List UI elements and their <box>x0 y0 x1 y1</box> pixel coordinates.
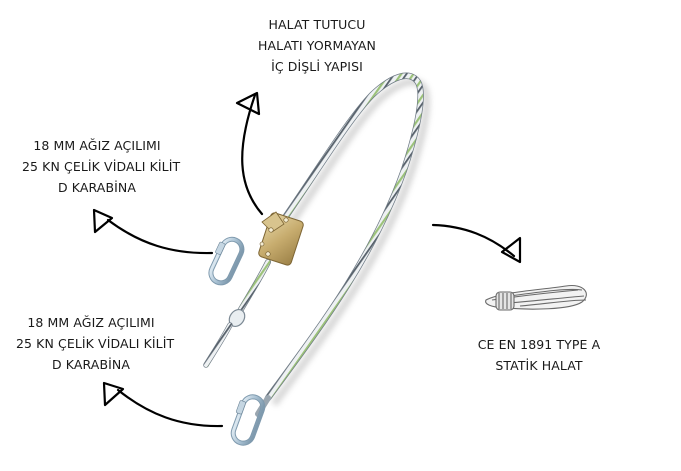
callout-line: HALAT TUTUCU <box>268 17 366 32</box>
coiled-rope-icon <box>485 284 587 311</box>
callout-line: 25 KN ÇELİK VİDALI KİLİT <box>16 336 175 351</box>
rope-adjuster <box>258 211 304 266</box>
upper-carabiner-callout: 18 MM AĞIZ AÇILIMI 25 KN ÇELİK VİDALI Kİ… <box>22 135 181 198</box>
arrow-to-rope <box>431 223 522 264</box>
lower-carabiner-callout: 18 MM AĞIZ AÇILIMI 25 KN ÇELİK VİDALI Kİ… <box>16 312 175 375</box>
arrow-to-upper-carabiner <box>92 208 214 255</box>
callout-line: İÇ DİŞLİ YAPISI <box>271 59 363 74</box>
rope-grab-callout: HALAT TUTUCU HALATI YORMAYAN İÇ DİŞLİ YA… <box>232 14 402 77</box>
callout-line: D KARABİNA <box>57 180 137 195</box>
upper-carabiner <box>208 236 245 286</box>
callout-line: HALATI YORMAYAN <box>258 38 376 53</box>
arrow-to-lower-carabiner <box>102 381 224 428</box>
rope <box>203 72 424 417</box>
arrow-to-rope-grab <box>235 91 264 216</box>
callout-line: CE EN 1891 TYPE A <box>477 337 601 352</box>
rope-shadow <box>271 78 431 407</box>
callout-line: 25 KN ÇELİK VİDALI KİLİT <box>22 159 181 174</box>
callout-line: 18 MM AĞIZ AÇILIMI <box>27 315 155 330</box>
lower-carabiner <box>230 394 266 446</box>
rope-callout: CE EN 1891 TYPE A STATİK HALAT <box>464 334 614 376</box>
callout-line: STATİK HALAT <box>495 358 583 373</box>
callout-line: 18 MM AĞIZ AÇILIMI <box>33 138 161 153</box>
callout-line: D KARABİNA <box>51 357 131 372</box>
